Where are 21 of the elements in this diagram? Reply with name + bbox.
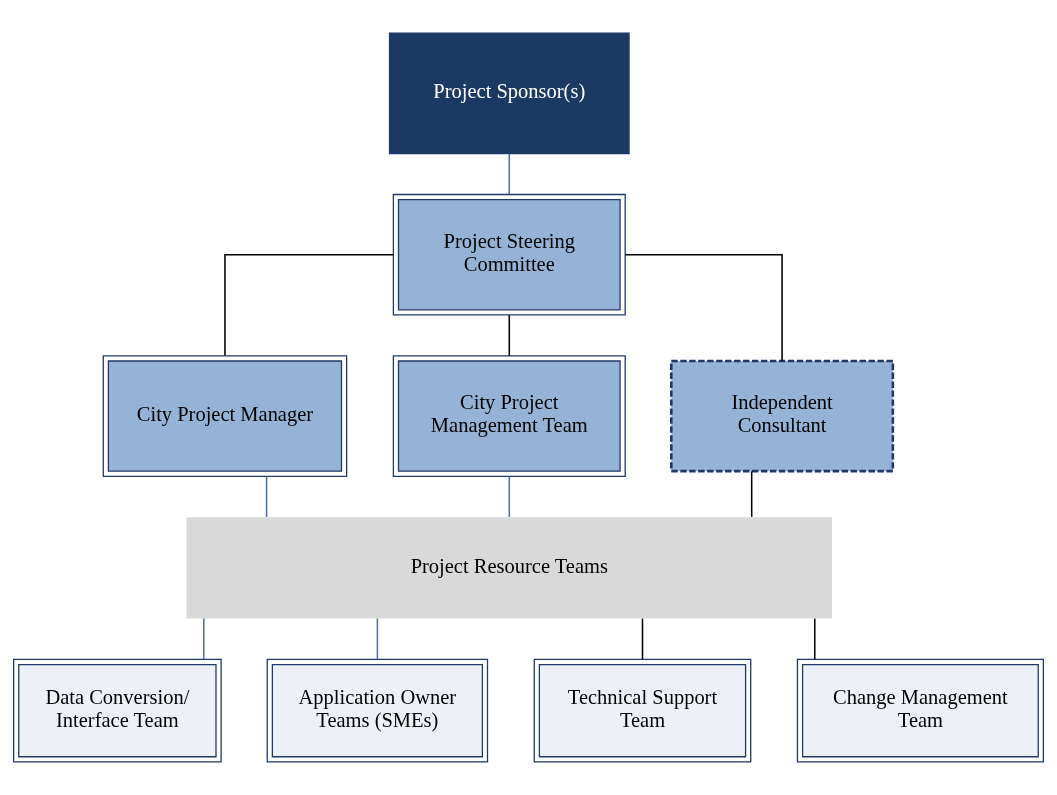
connector [203,617,205,660]
connector [508,475,511,518]
connector [508,153,511,196]
node-box: Independent Consultant [670,359,895,473]
connector [508,314,511,357]
connector [750,470,753,518]
connector [265,475,268,518]
node-box: City Project Manager [102,355,348,477]
connector [376,617,379,660]
node-box: Application Owner Teams (SMEs) [266,658,489,763]
node-box: Project Steering Committee [392,193,626,316]
connector [224,253,394,357]
node-box: City Project Management Team [392,355,626,477]
node-box: Project Sponsor(s) [388,32,630,155]
node-box: Technical Support Team [533,658,752,763]
connector [641,617,644,660]
node-box: Change Management Team [796,658,1044,763]
connector [814,617,816,660]
connector [624,253,783,362]
node-box: Project Resource Teams [186,517,833,619]
node-box: Data Conversion/ Interface Team [13,658,222,763]
